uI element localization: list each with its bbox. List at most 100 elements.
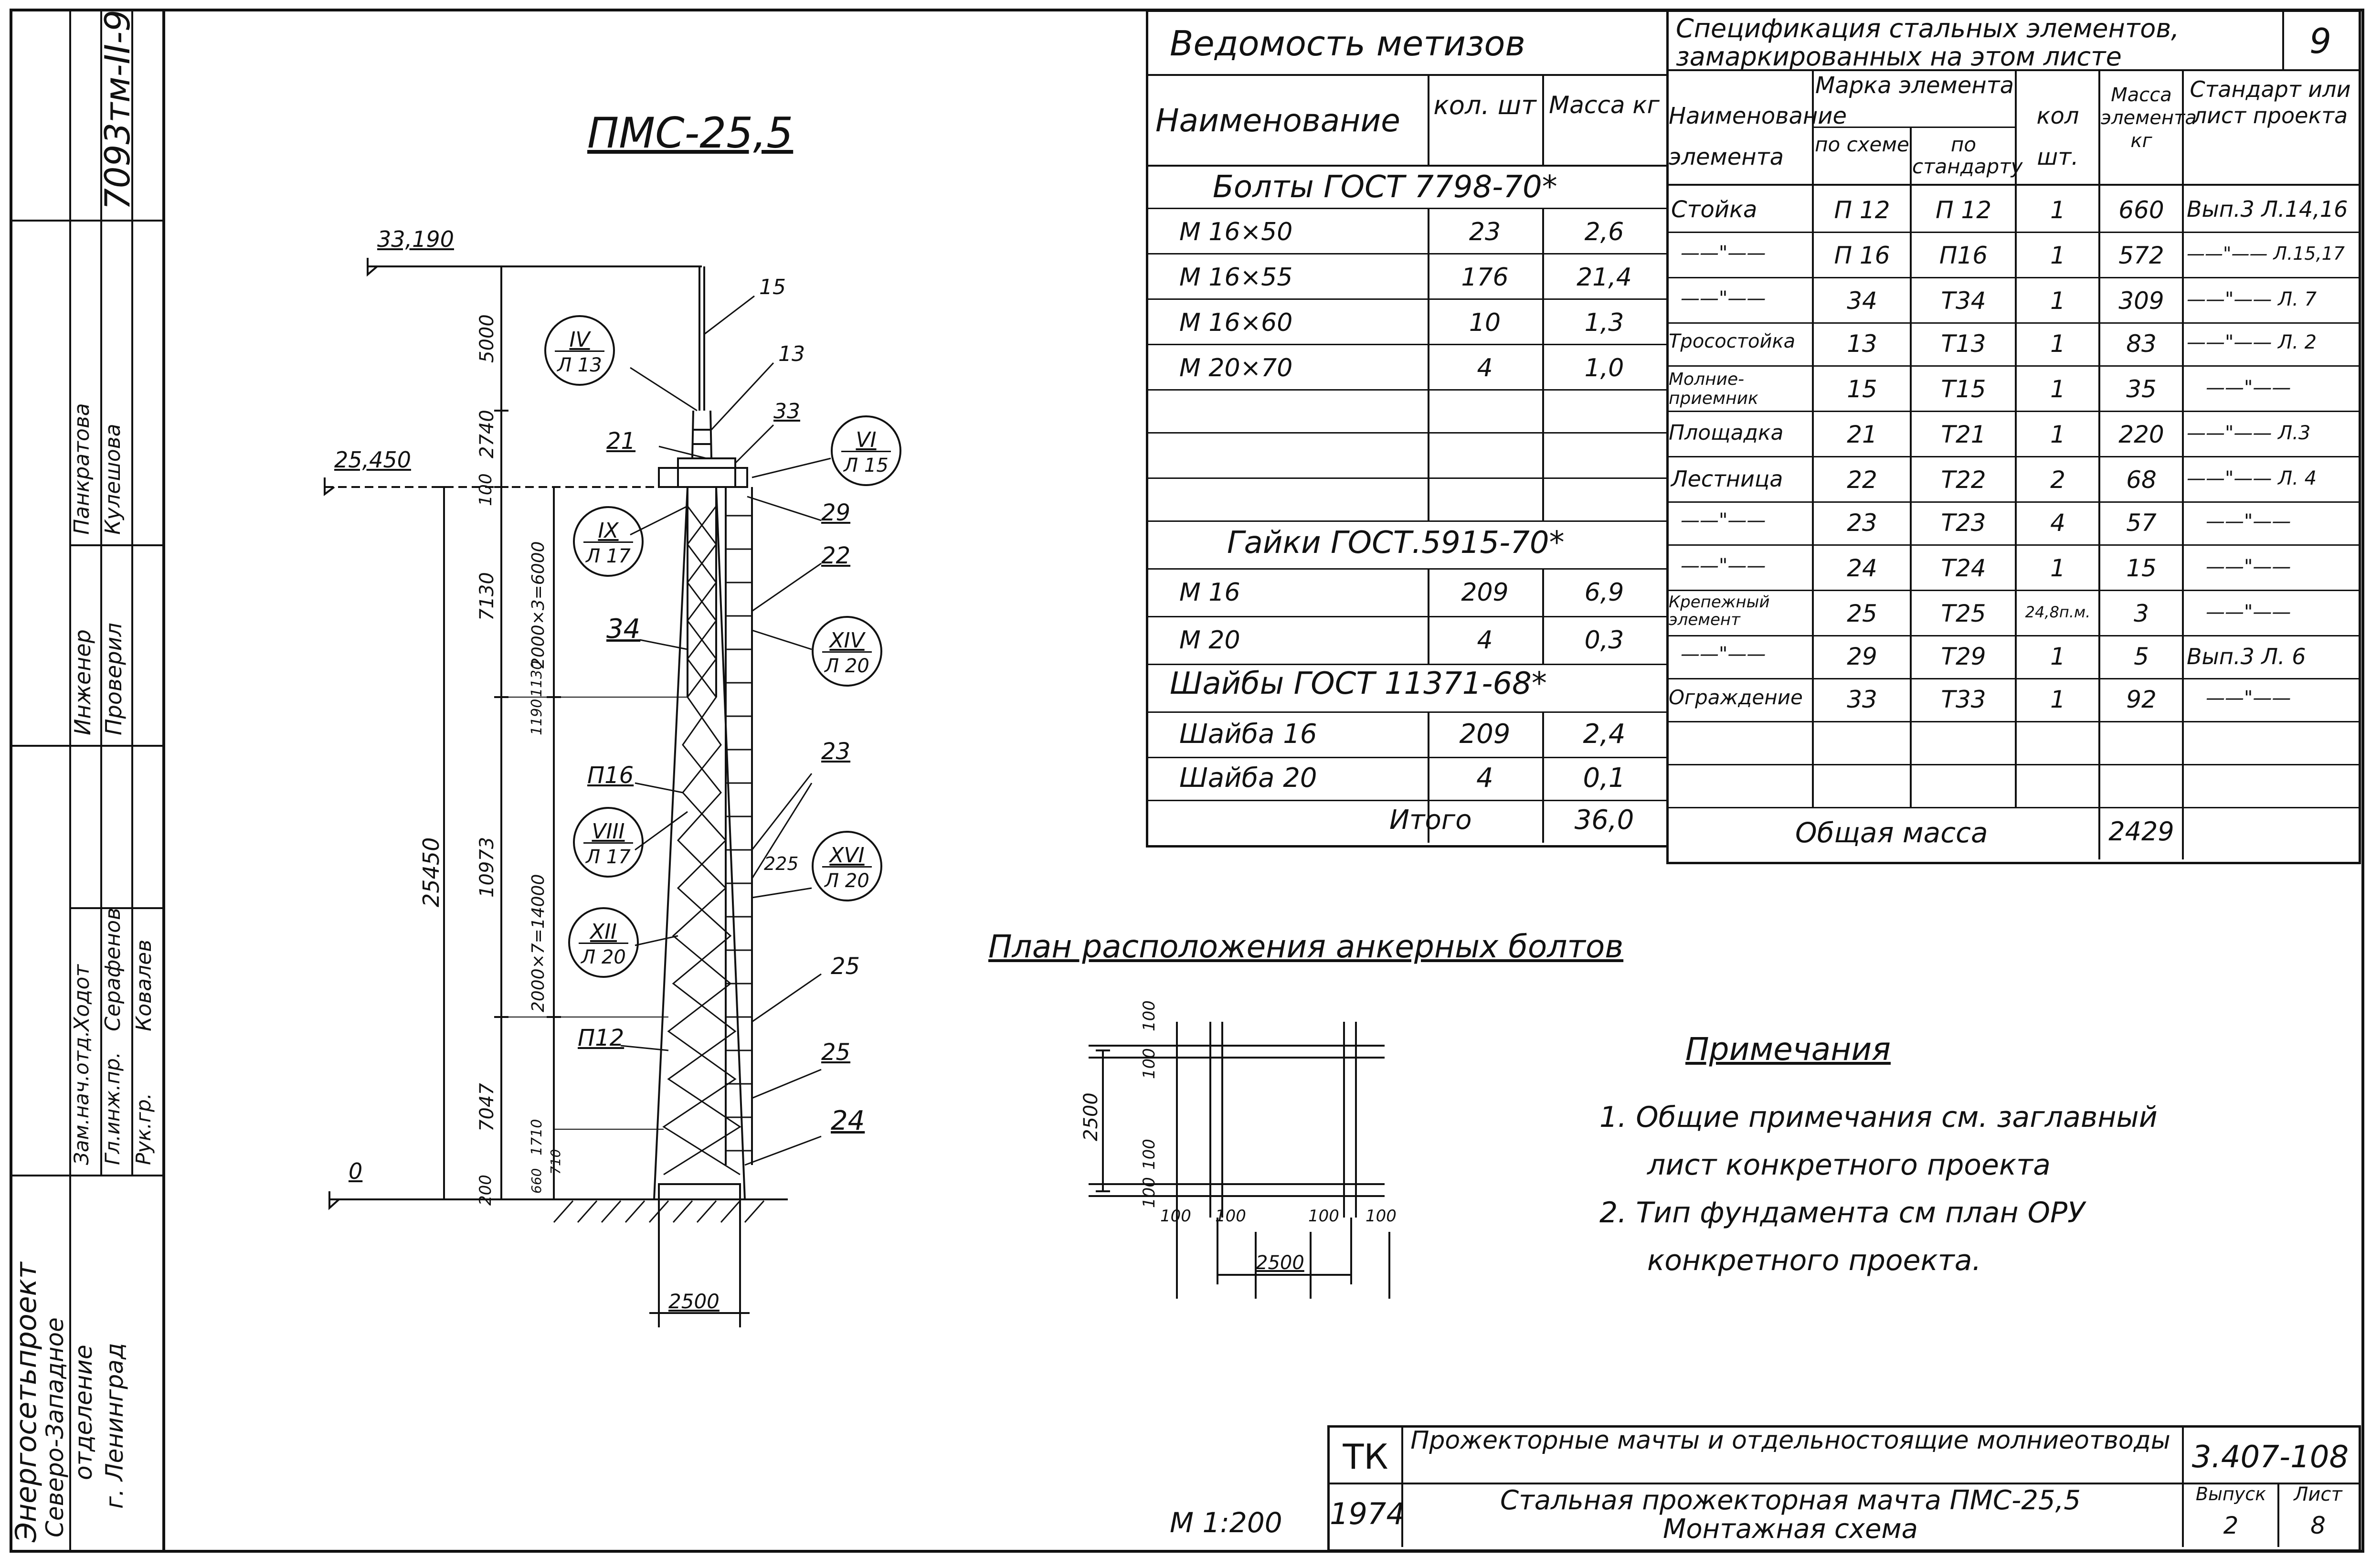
tb-list: 8 (2310, 1512, 2326, 1539)
nut-2-mass: 0,3 (1584, 626, 1624, 655)
notes-title: Примечания (1685, 1031, 1891, 1068)
anchor-plan (1089, 1022, 1390, 1299)
bolt-1-name: М 16×50 (1179, 218, 1293, 246)
callout-xiv: XIV Л 20 (812, 616, 882, 687)
tb-line3: Монтажная схема (1663, 1514, 1918, 1545)
anchor-dim-2500-h: 2500 (1256, 1252, 1304, 1274)
washer-2-qty: 4 (1476, 763, 1493, 794)
spec-total-label: Общая масса (1795, 816, 1988, 849)
spec-total-mass: 2429 (2108, 816, 2174, 847)
mark-25b: 25 (821, 1039, 851, 1066)
callout-vi: VI Л 15 (831, 415, 901, 486)
dim-6000: 2000×3=6000 (529, 541, 548, 668)
section-washers: Шайбы ГОСТ 11371-68* (1170, 666, 1547, 701)
mark-p16: П16 (587, 762, 634, 789)
bolt-2-qty: 176 (1461, 263, 1509, 292)
bolt-2-mass: 21,4 (1577, 263, 1632, 292)
bolt-1-mass: 2,6 (1584, 218, 1624, 246)
tb-list-label: Лист (2294, 1483, 2342, 1505)
mark-25a: 25 (831, 953, 860, 980)
dim-7130: 7130 (476, 572, 498, 621)
tb-vypusk-label: Выпуск (2195, 1483, 2266, 1504)
dim-660: 660 (529, 1168, 544, 1194)
bolt-4-qty: 4 (1477, 354, 1493, 382)
tb-line1: Прожекторные мачты и отдельностоящие мол… (1410, 1426, 2170, 1455)
anchor-dim-100-d: 100 (1140, 1177, 1159, 1208)
metizy-title: Ведомость метизов (1170, 23, 1525, 64)
nut-2-name: М 20 (1179, 626, 1240, 655)
metizy-h-name: Наименование (1155, 102, 1400, 139)
spec-title: Спецификация стальных элементов, замарки… (1676, 13, 2180, 72)
washer-1-mass: 2,4 (1583, 719, 1626, 750)
nut-1-qty: 209 (1461, 578, 1509, 607)
metizy-h-mass: Масса кг (1549, 91, 1660, 119)
nut-1-mass: 6,9 (1584, 578, 1624, 607)
dim-total: 25450 (418, 837, 444, 907)
mast-title: ПМС-25,5 (587, 108, 794, 158)
mark-34: 34 (606, 614, 641, 645)
mark-33: 33 (773, 399, 800, 424)
dim-100: 100 (476, 473, 496, 506)
section-bolts: Болты ГОСТ 7798-70* (1213, 170, 1557, 205)
tb-vypusk: 2 (2223, 1512, 2239, 1539)
dim-2740: 2740 (476, 410, 498, 458)
elevation-platform: 25,450 (334, 447, 411, 473)
note-2-cont: конкретного проекта. (1647, 1244, 1981, 1277)
dim-710: 710 (548, 1149, 563, 1175)
spec-h-qty: кол шт. (2036, 103, 2079, 171)
tb-year: 1974 (1330, 1496, 1405, 1531)
callout-xii: XII Л 20 (568, 907, 639, 978)
note-1-cont: лист конкретного проекта (1647, 1148, 2051, 1182)
metizy-total-label: Итого (1389, 805, 1472, 836)
anchor-dim-100-e: 100 (1160, 1207, 1191, 1226)
dim-1130: 1130 (529, 660, 545, 697)
mark-p12: П12 (578, 1025, 625, 1051)
callout-viii: VIII Л 17 (573, 807, 644, 878)
bolt-1-qty: 23 (1469, 218, 1501, 246)
elevation-ground: 0 (349, 1158, 363, 1184)
callout-iv: IV Л 13 (544, 315, 615, 386)
mast-drawing (324, 258, 831, 1327)
tb-line2: Стальная прожекторная мачта ПМС-25,5 (1500, 1485, 2081, 1516)
mark-22: 22 (821, 542, 851, 569)
spec-h-mark-scheme: по схеме (1815, 133, 1909, 156)
anchor-dim-100-a: 100 (1140, 1000, 1159, 1031)
dim-200: 200 (476, 1175, 495, 1206)
mark-225: 225 (764, 853, 799, 874)
section-nuts: Гайки ГОСТ.5915-70* (1227, 525, 1565, 561)
dim-base-width: 2500 (668, 1290, 720, 1313)
washer-2-mass: 0,1 (1583, 763, 1626, 794)
elevation-top: 33,190 (377, 226, 454, 252)
callout-xvi: XVI Л 20 (812, 831, 882, 901)
mark-23: 23 (821, 738, 851, 765)
callout-ix: IX Л 17 (573, 506, 644, 577)
anchor-dim-100-c: 100 (1140, 1139, 1159, 1170)
bolt-3-mass: 1,3 (1584, 308, 1624, 337)
tb-tk: ТК (1343, 1437, 1388, 1477)
dim-5000: 5000 (476, 314, 498, 363)
mark-15: 15 (759, 275, 786, 299)
anchor-dim-2500-v: 2500 (1080, 1092, 1102, 1141)
metizy-h-qty: кол. шт (1433, 90, 1536, 120)
anchor-dim-100-b: 100 (1140, 1048, 1159, 1079)
washer-2-name: Шайба 20 (1179, 763, 1317, 794)
washer-1-name: Шайба 16 (1179, 719, 1317, 750)
spec-page-no: 9 (2309, 21, 2331, 61)
spec-h-mark: Марка элемента (1815, 72, 2014, 99)
dim-14000: 2000×7=14000 (529, 874, 548, 1012)
spec-h-mark-std: по стандарту (1912, 133, 2023, 179)
washer-1-qty: 209 (1459, 719, 1511, 750)
spec-h-mass: Масса элемента кг (2101, 84, 2197, 152)
bolt-4-name: М 20×70 (1179, 354, 1293, 382)
anchor-plan-title: План расположения анкерных болтов (988, 928, 1624, 965)
note-2: 2. Тип фундамента см план ОРУ (1599, 1196, 2085, 1229)
dim-1710: 1710 (529, 1119, 545, 1155)
anchor-dim-100-g: 100 (1308, 1207, 1339, 1226)
bolt-3-name: М 16×60 (1179, 308, 1293, 337)
mark-29: 29 (821, 499, 851, 526)
mark-21: 21 (606, 428, 636, 455)
bolt-2-name: М 16×55 (1179, 263, 1293, 292)
mark-13: 13 (778, 342, 805, 366)
anchor-dim-100-h: 100 (1365, 1207, 1397, 1226)
